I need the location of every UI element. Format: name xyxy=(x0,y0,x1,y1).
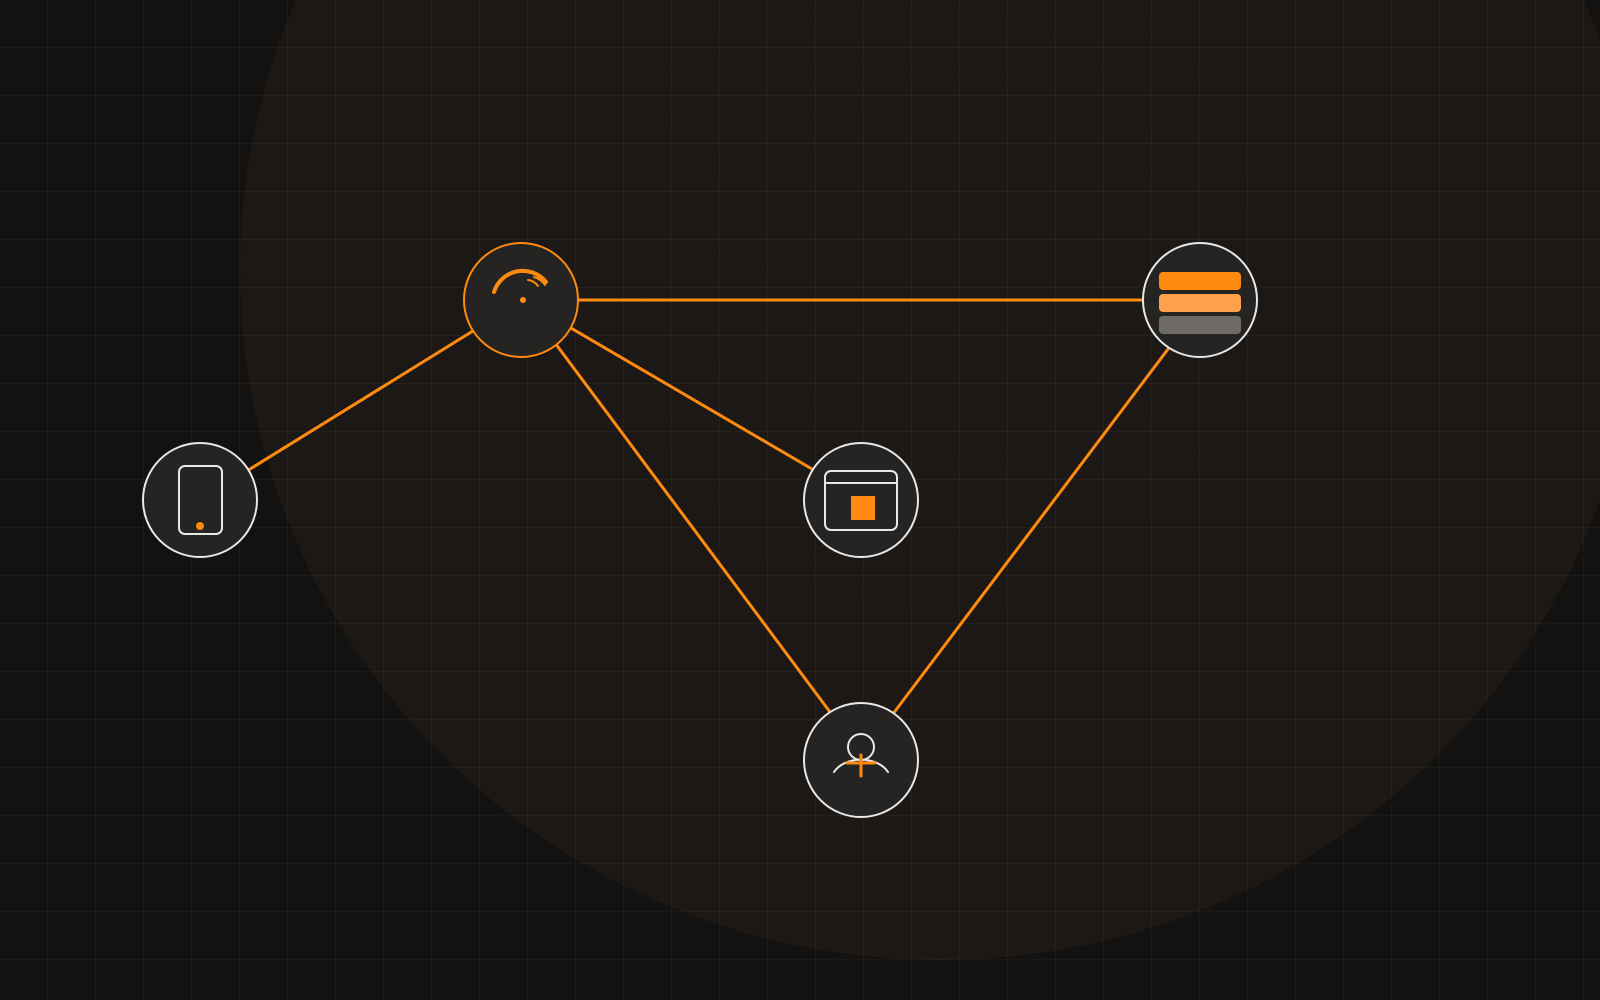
node-mobile[interactable] xyxy=(142,442,258,558)
edge-layer xyxy=(198,298,1207,757)
browser-window-icon xyxy=(824,470,898,531)
edge-router-app xyxy=(521,298,867,502)
stacked-layers-icon xyxy=(1159,272,1241,334)
wifi-router-icon xyxy=(492,268,548,303)
edge-mobile-router xyxy=(198,298,525,502)
node-user[interactable] xyxy=(803,702,919,818)
mobile-phone-icon xyxy=(178,465,223,535)
node-mobile-circle xyxy=(142,442,258,558)
node-router[interactable] xyxy=(463,242,579,358)
node-database[interactable] xyxy=(1142,242,1258,358)
edge-router-user xyxy=(521,298,864,757)
user-icon xyxy=(833,733,889,778)
edge-user-database xyxy=(860,298,1207,757)
node-app[interactable] xyxy=(803,442,919,558)
